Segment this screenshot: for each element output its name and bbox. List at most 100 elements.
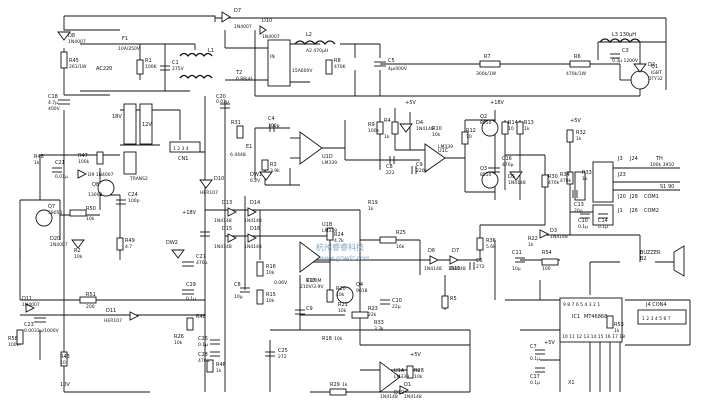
capacitor-c24 xyxy=(116,199,126,205)
resistor-r8 xyxy=(325,59,333,75)
label-d11: D11 xyxy=(22,296,32,302)
label-c23-val: 0.0033μ/1000V xyxy=(24,328,60,334)
capacitor-c1 xyxy=(160,65,170,71)
label-c16: C16 xyxy=(502,156,512,162)
transistor-q8 xyxy=(97,179,115,197)
label-dw1-val: 6.2V xyxy=(250,178,261,184)
resistor-r20 xyxy=(326,289,334,303)
diode-d6 xyxy=(429,255,440,265)
label-q3-part: 8550 xyxy=(480,172,492,178)
label-r24-val: 4.7k xyxy=(334,238,344,244)
wires xyxy=(19,15,691,393)
inductor-l1 xyxy=(179,52,213,58)
label-c18-v: 400V xyxy=(48,106,61,112)
label-v10: 10V xyxy=(60,382,70,388)
label-r53: R53 xyxy=(614,322,624,328)
label-j23: J23 xyxy=(617,172,626,178)
diode-d12 xyxy=(247,207,258,217)
label-r54-val: 100 xyxy=(542,266,551,272)
label-c14: C14 xyxy=(598,218,608,224)
label-r45: R45 xyxy=(69,58,79,64)
label-r50-val: 10k xyxy=(86,216,95,222)
label-dw1: DW1 xyxy=(250,172,262,178)
capacitor-c6 xyxy=(469,262,475,270)
capacitor-c2 xyxy=(200,231,210,237)
label-q1-part: IGBT xyxy=(651,70,662,76)
label-r22-val: 1k xyxy=(528,242,534,248)
label-r47-val: 100k xyxy=(78,159,90,165)
label-d16: D16 xyxy=(250,226,260,232)
label-d15-part: 1N4148 xyxy=(214,244,232,250)
label-buzzer: BUZZER xyxy=(640,250,661,256)
label-j4-pins: 1 2 3 4 5 6 7 xyxy=(642,316,671,322)
diode-d3 xyxy=(539,229,550,239)
label-q8: Q8 xyxy=(92,182,99,188)
capacitor-c17 xyxy=(535,367,545,373)
label-d10b: D10 xyxy=(214,176,224,182)
label-r33b-val: 3.3k xyxy=(374,326,384,332)
transistor-q2 xyxy=(481,119,499,137)
label-u1d-part: LM339 xyxy=(322,160,337,166)
label-d13: D13 xyxy=(222,200,232,206)
resistor-r28 xyxy=(406,365,414,379)
label-d8-part: 1N4007 xyxy=(68,39,86,45)
label-d14: D14 xyxy=(250,200,260,206)
resistor-r4 xyxy=(391,121,399,135)
label-bridge: 15A600V xyxy=(292,68,313,74)
label-r18-val: 10k xyxy=(334,336,343,342)
label-ic-pins-bot: 10 11 12 13 14 15 16 17 18 xyxy=(562,334,625,340)
label-r17-v: 210V/3.9V xyxy=(300,284,324,290)
label-q2-part: 8050 xyxy=(480,120,492,126)
capacitor-c9 xyxy=(411,166,417,174)
label-c10b: C10 xyxy=(392,298,402,304)
label-q4-part: 9018 xyxy=(356,288,368,294)
resistor-r18 xyxy=(351,311,369,319)
label-d5-part: 1N4148 xyxy=(508,180,526,186)
resistor-r50 xyxy=(69,209,87,217)
transformer-primary xyxy=(123,103,137,145)
label-r32-val: 1k xyxy=(576,136,582,142)
label-t2-val: 0.88μH xyxy=(236,76,252,82)
label-e1: E1 xyxy=(246,144,252,150)
capacitor-c23 xyxy=(34,317,46,323)
label-c8-val: 222 xyxy=(386,170,395,176)
label-r46-val: 1k xyxy=(216,368,222,374)
label-r45-val: 261/1W xyxy=(69,64,87,70)
resistor-r6 xyxy=(569,60,591,68)
label-r19: R19 xyxy=(368,200,378,206)
label-r4-val: 1k xyxy=(384,134,390,140)
label-vcc18b: +18V xyxy=(182,210,197,216)
label-r17-val: 1700M xyxy=(306,278,321,284)
label-c17: C17 xyxy=(530,374,540,380)
label-c4-val: 100p xyxy=(268,123,280,129)
label-r30: R30 xyxy=(548,174,558,180)
resistor-r16 xyxy=(256,261,264,277)
label-com2: COM2 xyxy=(644,208,659,214)
resistor-r32 xyxy=(566,129,574,143)
watermark-url: www.gzwdz.com xyxy=(320,255,370,262)
diode-d20 xyxy=(71,239,85,249)
label-c18-val: 4.7μ xyxy=(48,100,58,106)
label-r1: R1 xyxy=(145,58,152,64)
resistor-r43 xyxy=(60,351,68,367)
label-d10: D10 xyxy=(262,18,272,24)
label-ic-pins-top: 9 8 7 6 5 4 3 2 1 xyxy=(563,302,600,308)
label-r26: R26 xyxy=(174,334,184,340)
label-r29: R29 xyxy=(330,382,340,388)
diode-d8 xyxy=(57,31,71,41)
label-r49-val: 4.7 xyxy=(125,244,132,250)
label-th-val: 100k 3950 xyxy=(650,162,674,168)
label-f1: F1 xyxy=(122,36,128,42)
label-r18: R18 xyxy=(322,336,332,342)
label-ac-in: AC220 xyxy=(96,66,112,72)
label-trans: TRANS2 xyxy=(129,176,148,182)
buzzer-icon xyxy=(673,245,685,277)
resistor-r51 xyxy=(79,296,97,304)
label-r33b: R33 xyxy=(374,320,384,326)
label-x1: X1 xyxy=(568,380,575,386)
label-r48b: R48 xyxy=(196,314,206,320)
diode-d1 xyxy=(399,385,410,395)
label-c26-val: 0.1μ xyxy=(198,342,208,348)
label-com1: COM1 xyxy=(644,194,659,200)
